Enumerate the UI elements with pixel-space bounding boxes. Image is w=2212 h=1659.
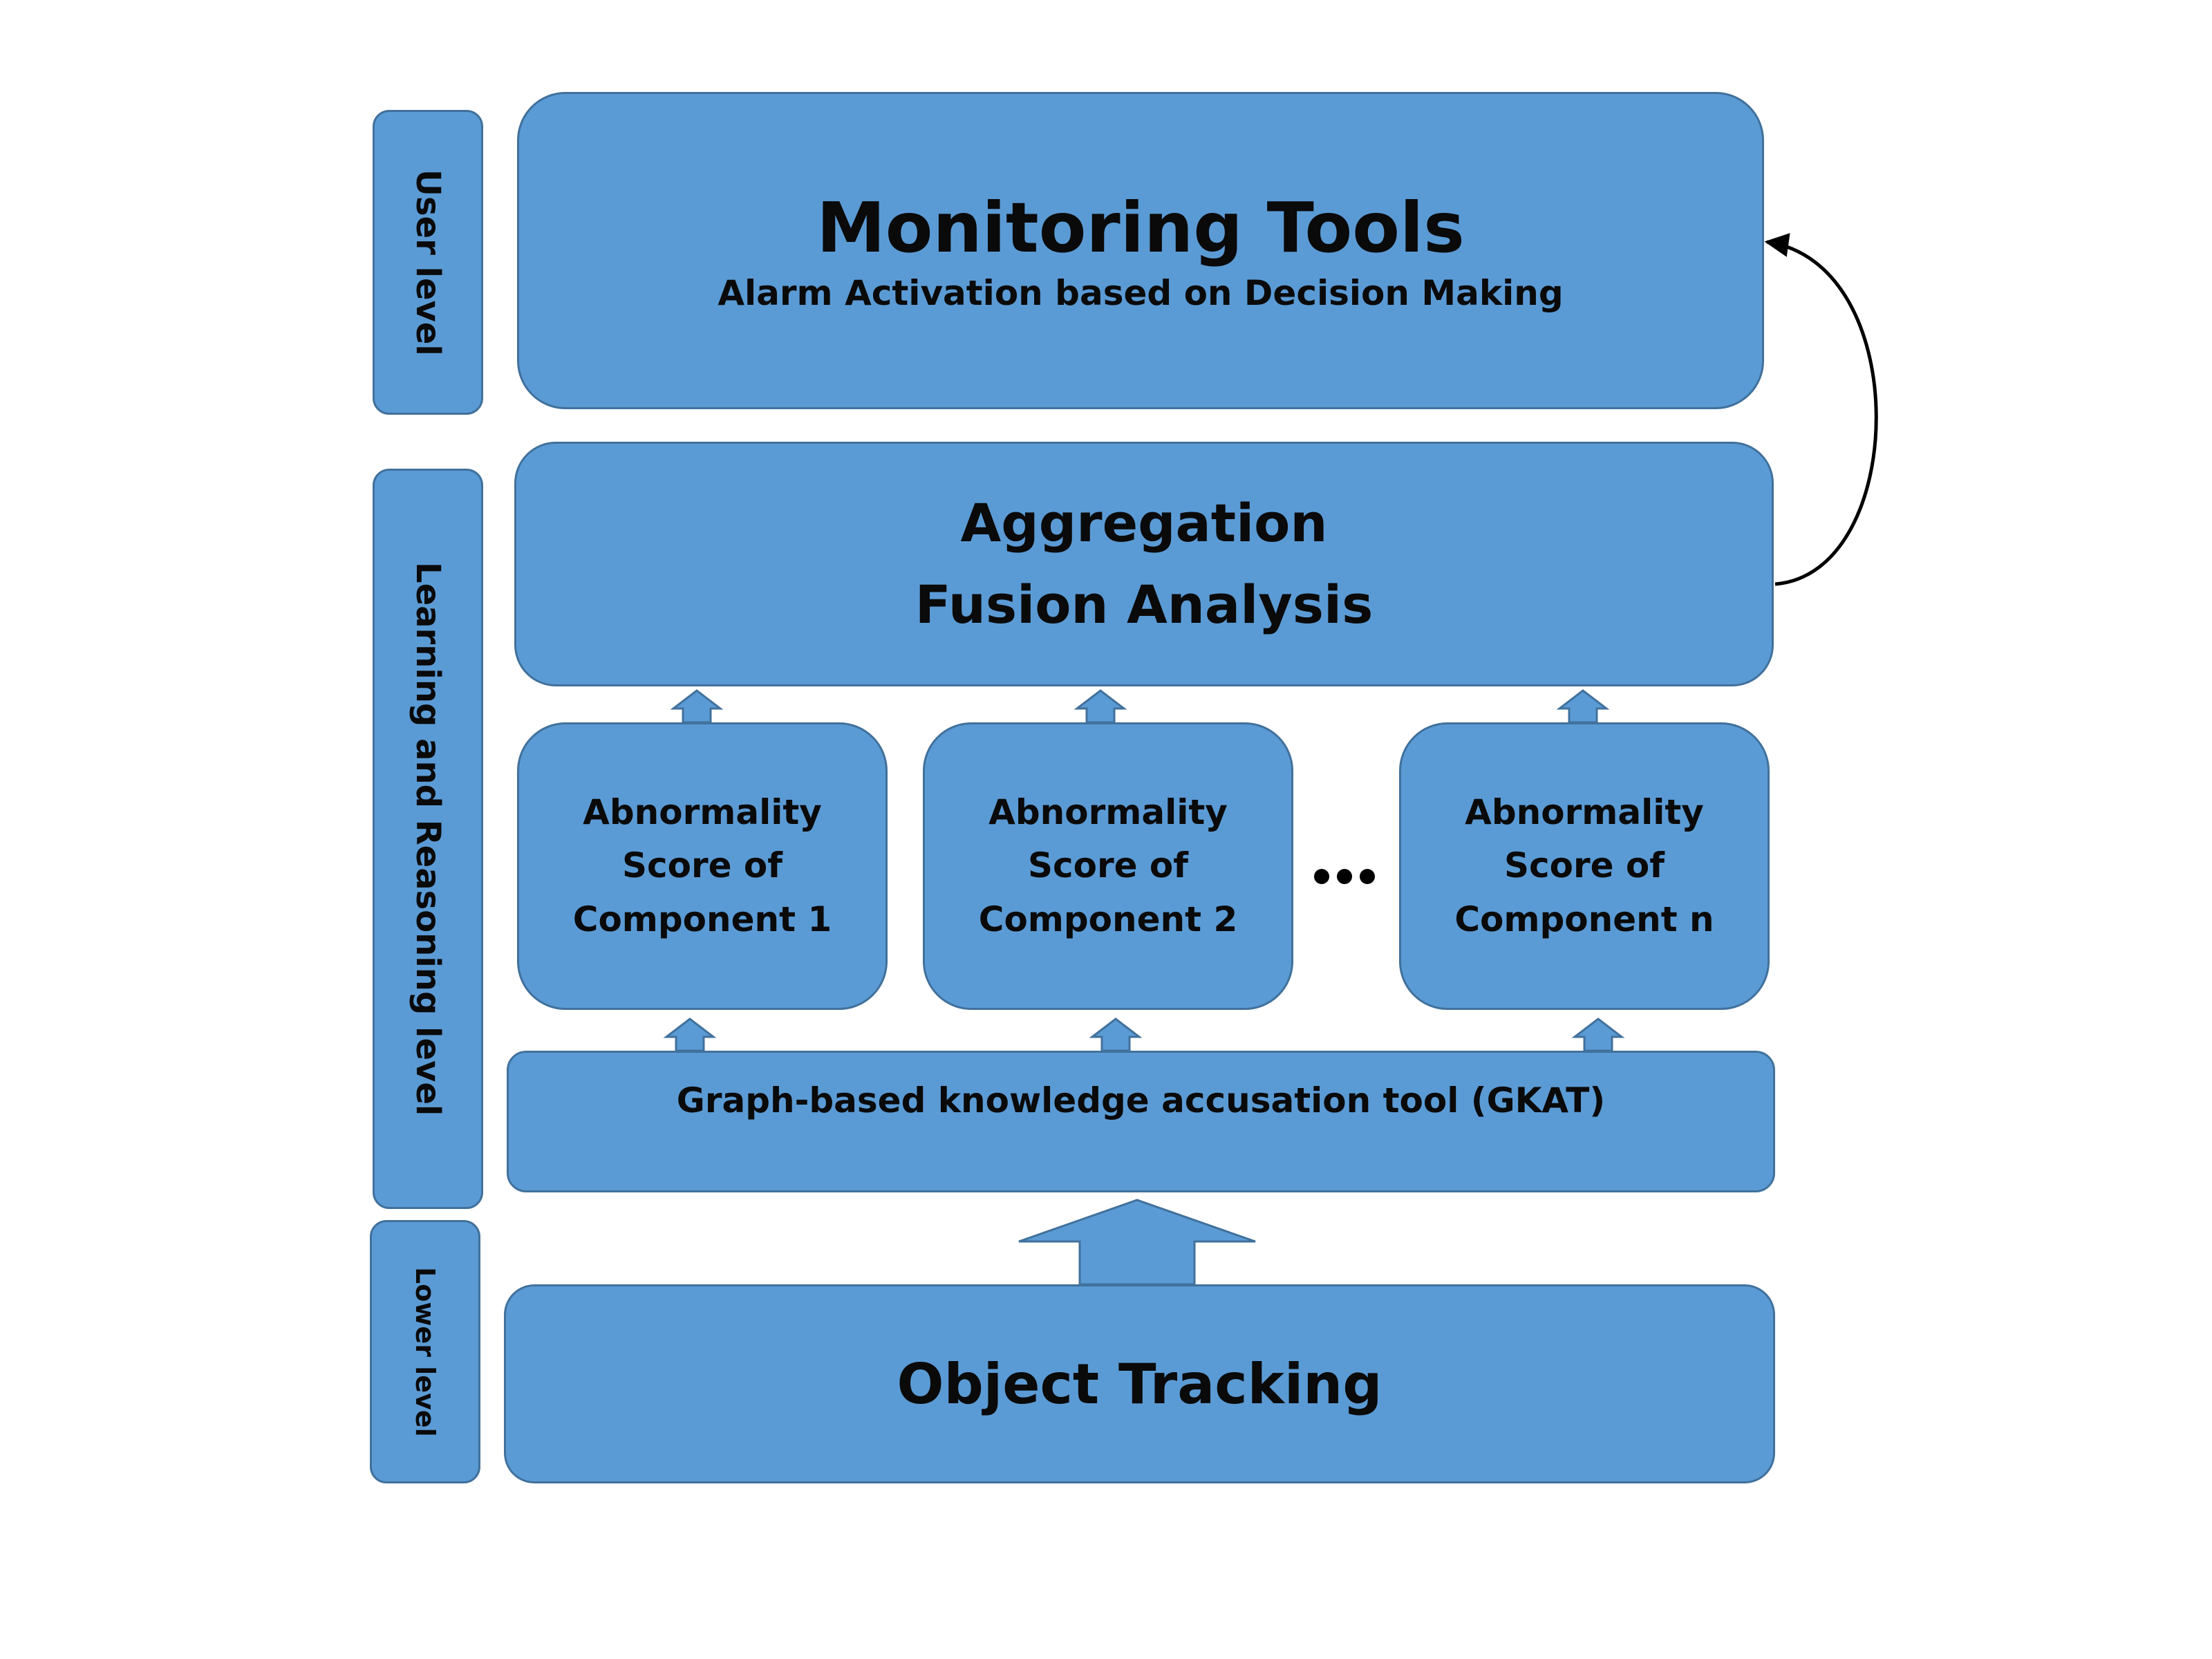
up-arrow-gkat-comp1 [663,1018,717,1052]
component-n-line3: Component n [1454,899,1714,939]
gkat-box: Graph-based knowledge accusation tool (G… [507,1051,1775,1192]
up-arrow-compn-aggregation [1556,689,1610,724]
level-lower-text: Lower level [410,1266,440,1437]
up-arrow-tracking-gkat [1018,1199,1256,1286]
up-arrow-comp2-aggregation [1074,689,1127,724]
level-label-user: User level [373,110,483,415]
gkat-label: Graph-based knowledge accusation tool (G… [676,1080,1606,1121]
monitoring-title: Monitoring Tools [816,187,1465,268]
up-arrow-gkat-compn [1571,1018,1625,1052]
aggregation-title: Aggregation [960,492,1328,554]
level-label-lower: Lower level [370,1220,480,1483]
component-1-box: Abnormality Score of Component 1 [517,722,888,1010]
up-arrow-gkat-comp2 [1089,1018,1143,1052]
level-label-learning: Learning and Reasoning level [373,469,483,1209]
up-arrow-comp1-aggregation [670,689,724,724]
object-tracking-label: Object Tracking [897,1351,1382,1416]
component-2-box: Abnormality Score of Component 2 [923,722,1293,1010]
monitoring-subtitle: Alarm Activation based on Decision Makin… [718,273,1564,313]
component-1-line3: Component 1 [572,899,832,939]
feedback-curve-arrow [1764,233,1878,586]
component-n-line1: Abnormality [1465,791,1704,832]
component-1-line2: Score of [621,845,783,886]
component-n-box: Abnormality Score of Component n [1399,722,1770,1010]
ellipsis-dot [1337,869,1352,884]
component-2-line3: Component 2 [978,899,1238,939]
ellipsis-dot [1360,869,1375,884]
fusion-analysis-title: Fusion Analysis [915,574,1374,635]
aggregation-box: Aggregation Fusion Analysis [514,442,1774,686]
level-learning-text: Learning and Reasoning level [409,561,447,1116]
monitoring-tools-box: Monitoring Tools Alarm Activation based … [517,92,1764,409]
level-user-text: User level [409,169,447,356]
component-2-line1: Abnormality [988,791,1228,832]
object-tracking-box: Object Tracking [504,1284,1775,1483]
component-2-line2: Score of [1027,845,1189,886]
component-1-line1: Abnormality [583,791,822,832]
component-n-line2: Score of [1503,845,1665,886]
ellipsis-dot [1314,869,1329,884]
